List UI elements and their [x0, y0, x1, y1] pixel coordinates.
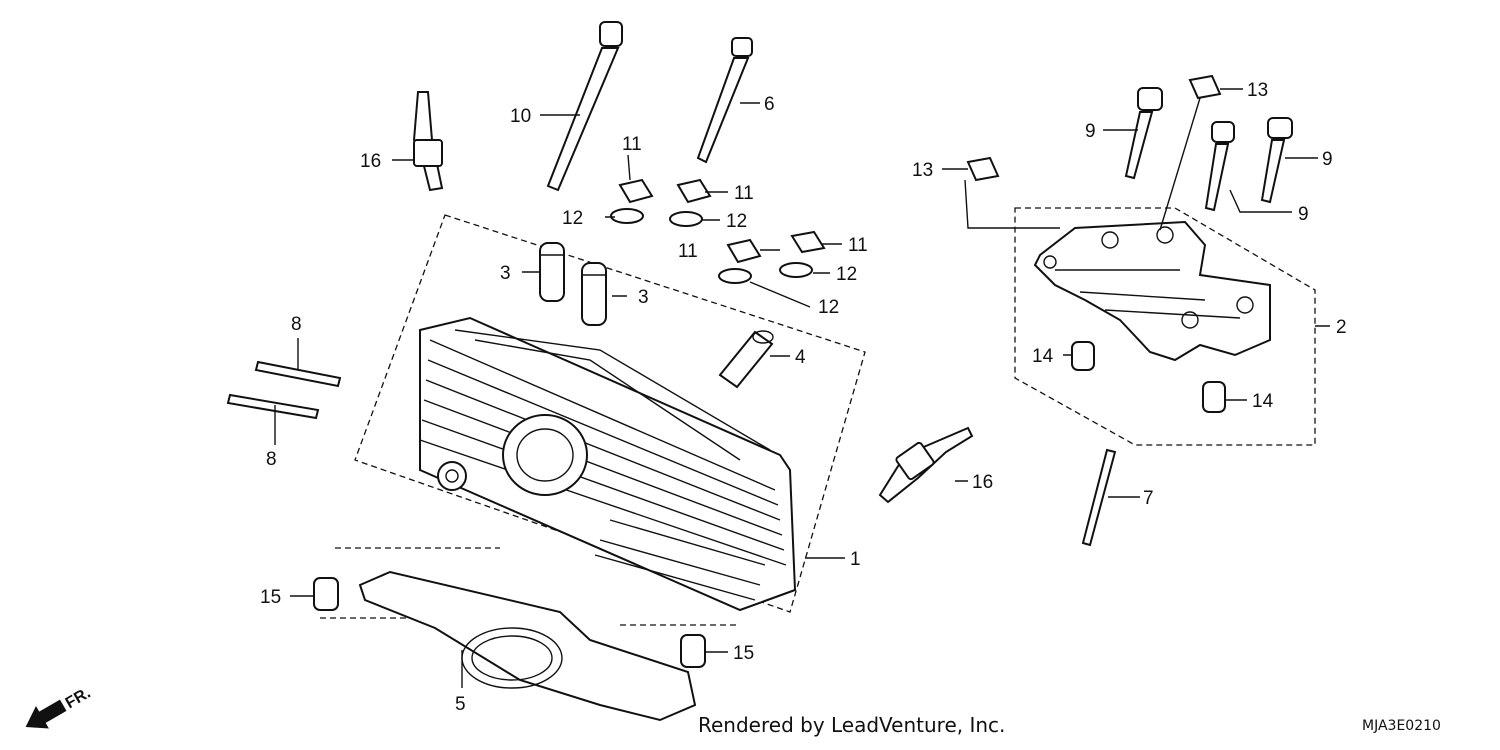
front-arrow-icon [25, 699, 67, 729]
callout-5: 5 [455, 694, 466, 715]
nut-11-c[interactable] [726, 238, 762, 264]
render-credit: Rendered by LeadVenture, Inc. [698, 713, 1005, 737]
callout-11c: 11 [678, 241, 698, 262]
cylinder-head[interactable] [419, 316, 797, 612]
diagram-code: MJA3E0210 [1362, 718, 1441, 734]
front-direction-label: FR. [63, 685, 94, 713]
callout-9b: 9 [1322, 149, 1333, 170]
cylinder-head-group-outline [354, 214, 866, 613]
bolt-10[interactable] [546, 21, 623, 192]
nut-13-b[interactable] [1188, 74, 1222, 100]
nut-11-b[interactable] [676, 178, 712, 204]
nut-11-a[interactable] [618, 178, 654, 204]
callout-14b: 14 [1252, 391, 1274, 412]
callout-9a: 9 [1085, 121, 1096, 142]
valve-guide-b[interactable] [581, 262, 607, 326]
callout-12b: 12 [726, 211, 747, 232]
callout-9c: 9 [1298, 204, 1309, 225]
bolt-9-c[interactable] [1260, 117, 1293, 204]
callout-16a: 16 [360, 151, 381, 172]
rocker-holder-group-outline [1014, 207, 1316, 446]
stud-7[interactable] [1081, 448, 1117, 547]
washer-12-c[interactable] [779, 262, 813, 278]
stud-bolt-6[interactable] [696, 37, 753, 164]
callout-13a: 13 [912, 160, 933, 181]
nut-11-d[interactable] [790, 230, 826, 254]
callout-8b: 8 [266, 449, 277, 470]
dowel-pin-14-b[interactable] [1202, 381, 1226, 413]
callout-7: 7 [1143, 488, 1154, 509]
dowel-pin-15-b[interactable] [680, 634, 706, 668]
callout-11b: 11 [734, 183, 754, 204]
nut-13-a[interactable] [966, 156, 1000, 182]
bolt-9-a[interactable] [1124, 87, 1163, 180]
callout-6: 6 [764, 94, 775, 115]
front-direction-arrow: FR. [25, 685, 94, 729]
washer-12-b[interactable] [669, 211, 703, 227]
guide-part-4[interactable] [718, 330, 774, 389]
spark-plug-16-b[interactable] [878, 426, 974, 504]
callout-3b: 3 [638, 287, 649, 308]
callout-15b: 15 [733, 643, 754, 664]
callout-12d: 12 [818, 297, 839, 318]
callout-4: 4 [795, 347, 806, 368]
cylinder-head-gasket[interactable] [358, 570, 697, 722]
valve-guide-a[interactable] [539, 242, 565, 302]
washer-12-a[interactable] [610, 208, 644, 224]
washer-12-d[interactable] [718, 268, 752, 284]
callout-10: 10 [510, 106, 531, 127]
callout-2: 2 [1336, 317, 1347, 338]
stud-8-upper[interactable] [254, 360, 342, 388]
dowel-pin-15-a[interactable] [313, 577, 339, 611]
leader-lines [274, 88, 1330, 688]
stud-8-lower[interactable] [226, 393, 320, 420]
dowel-pin-14-a[interactable] [1071, 341, 1095, 371]
callout-1: 1 [850, 549, 861, 570]
rocker-arm-holder[interactable] [1033, 220, 1271, 362]
callout-8a: 8 [291, 314, 302, 335]
callout-3a: 3 [500, 263, 511, 284]
callout-16b: 16 [972, 472, 993, 493]
callout-15a: 15 [260, 587, 281, 608]
spark-plug-16-a[interactable] [412, 91, 444, 192]
callout-12a: 12 [562, 208, 583, 229]
callout-12c: 12 [836, 264, 857, 285]
callout-11d: 11 [848, 235, 868, 256]
callout-13b: 13 [1247, 80, 1268, 101]
callout-11a: 11 [622, 134, 642, 155]
callout-14a: 14 [1032, 346, 1054, 367]
bolt-9-b[interactable] [1204, 121, 1235, 212]
